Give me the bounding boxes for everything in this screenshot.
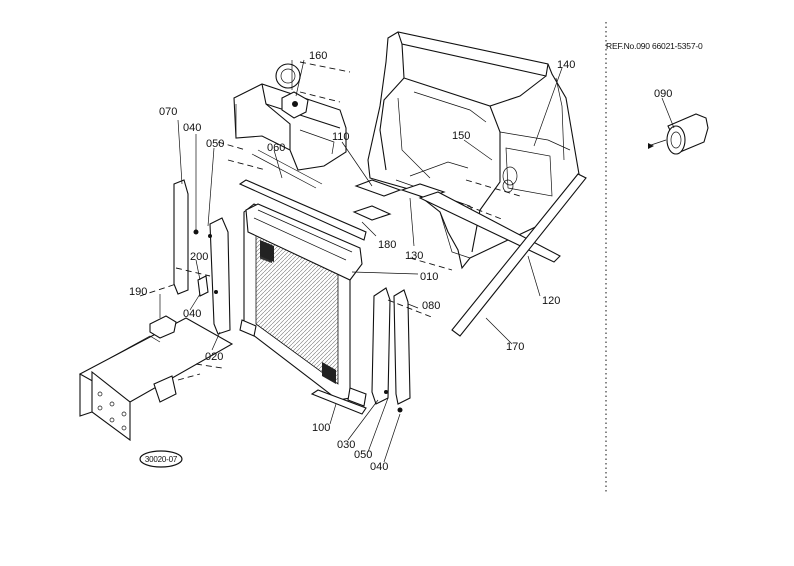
label-180: 180 bbox=[378, 239, 396, 251]
side-seal-left bbox=[173, 179, 231, 335]
drawing-stamp: 30020-07 bbox=[139, 450, 183, 468]
label-040-top: 040 bbox=[183, 122, 201, 134]
label-130: 130 bbox=[405, 250, 423, 262]
radiator-core bbox=[239, 203, 367, 407]
label-200: 200 bbox=[190, 251, 208, 263]
upper-guide-plate bbox=[233, 83, 347, 189]
label-100: 100 bbox=[312, 422, 330, 434]
label-060: 060 bbox=[267, 142, 285, 154]
label-080: 080 bbox=[422, 300, 440, 312]
label-150: 150 bbox=[452, 130, 470, 142]
label-190: 190 bbox=[129, 286, 147, 298]
reference-number: REF.No.090 66021-5357-0 bbox=[606, 41, 703, 51]
label-050-top: 050 bbox=[206, 138, 224, 150]
label-040-bottom: 040 bbox=[370, 461, 388, 473]
label-170: 170 bbox=[506, 341, 524, 353]
label-010: 010 bbox=[420, 271, 438, 283]
seal-strip-long bbox=[451, 173, 587, 337]
label-070: 070 bbox=[159, 106, 177, 118]
leader-lines bbox=[159, 59, 563, 463]
label-140: 140 bbox=[557, 59, 575, 71]
label-020: 020 bbox=[205, 351, 223, 363]
hose-detail bbox=[647, 97, 709, 155]
label-110: 110 bbox=[332, 131, 350, 143]
seal-strip-upper bbox=[238, 179, 367, 241]
assembly-lines bbox=[139, 61, 521, 381]
radiator-shroud bbox=[367, 31, 581, 270]
side-seal-right bbox=[371, 287, 411, 413]
label-030: 030 bbox=[337, 439, 355, 451]
label-090: 090 bbox=[654, 88, 672, 100]
label-050-bottom: 050 bbox=[354, 449, 372, 461]
frame-bracket bbox=[78, 315, 234, 442]
stamp-text: 30020-07 bbox=[145, 455, 178, 464]
label-120: 120 bbox=[542, 295, 560, 307]
radiator-cap bbox=[275, 60, 309, 119]
label-160: 160 bbox=[309, 50, 327, 62]
label-040-mid: 040 bbox=[183, 308, 201, 320]
seal-strip-lower bbox=[310, 389, 367, 415]
